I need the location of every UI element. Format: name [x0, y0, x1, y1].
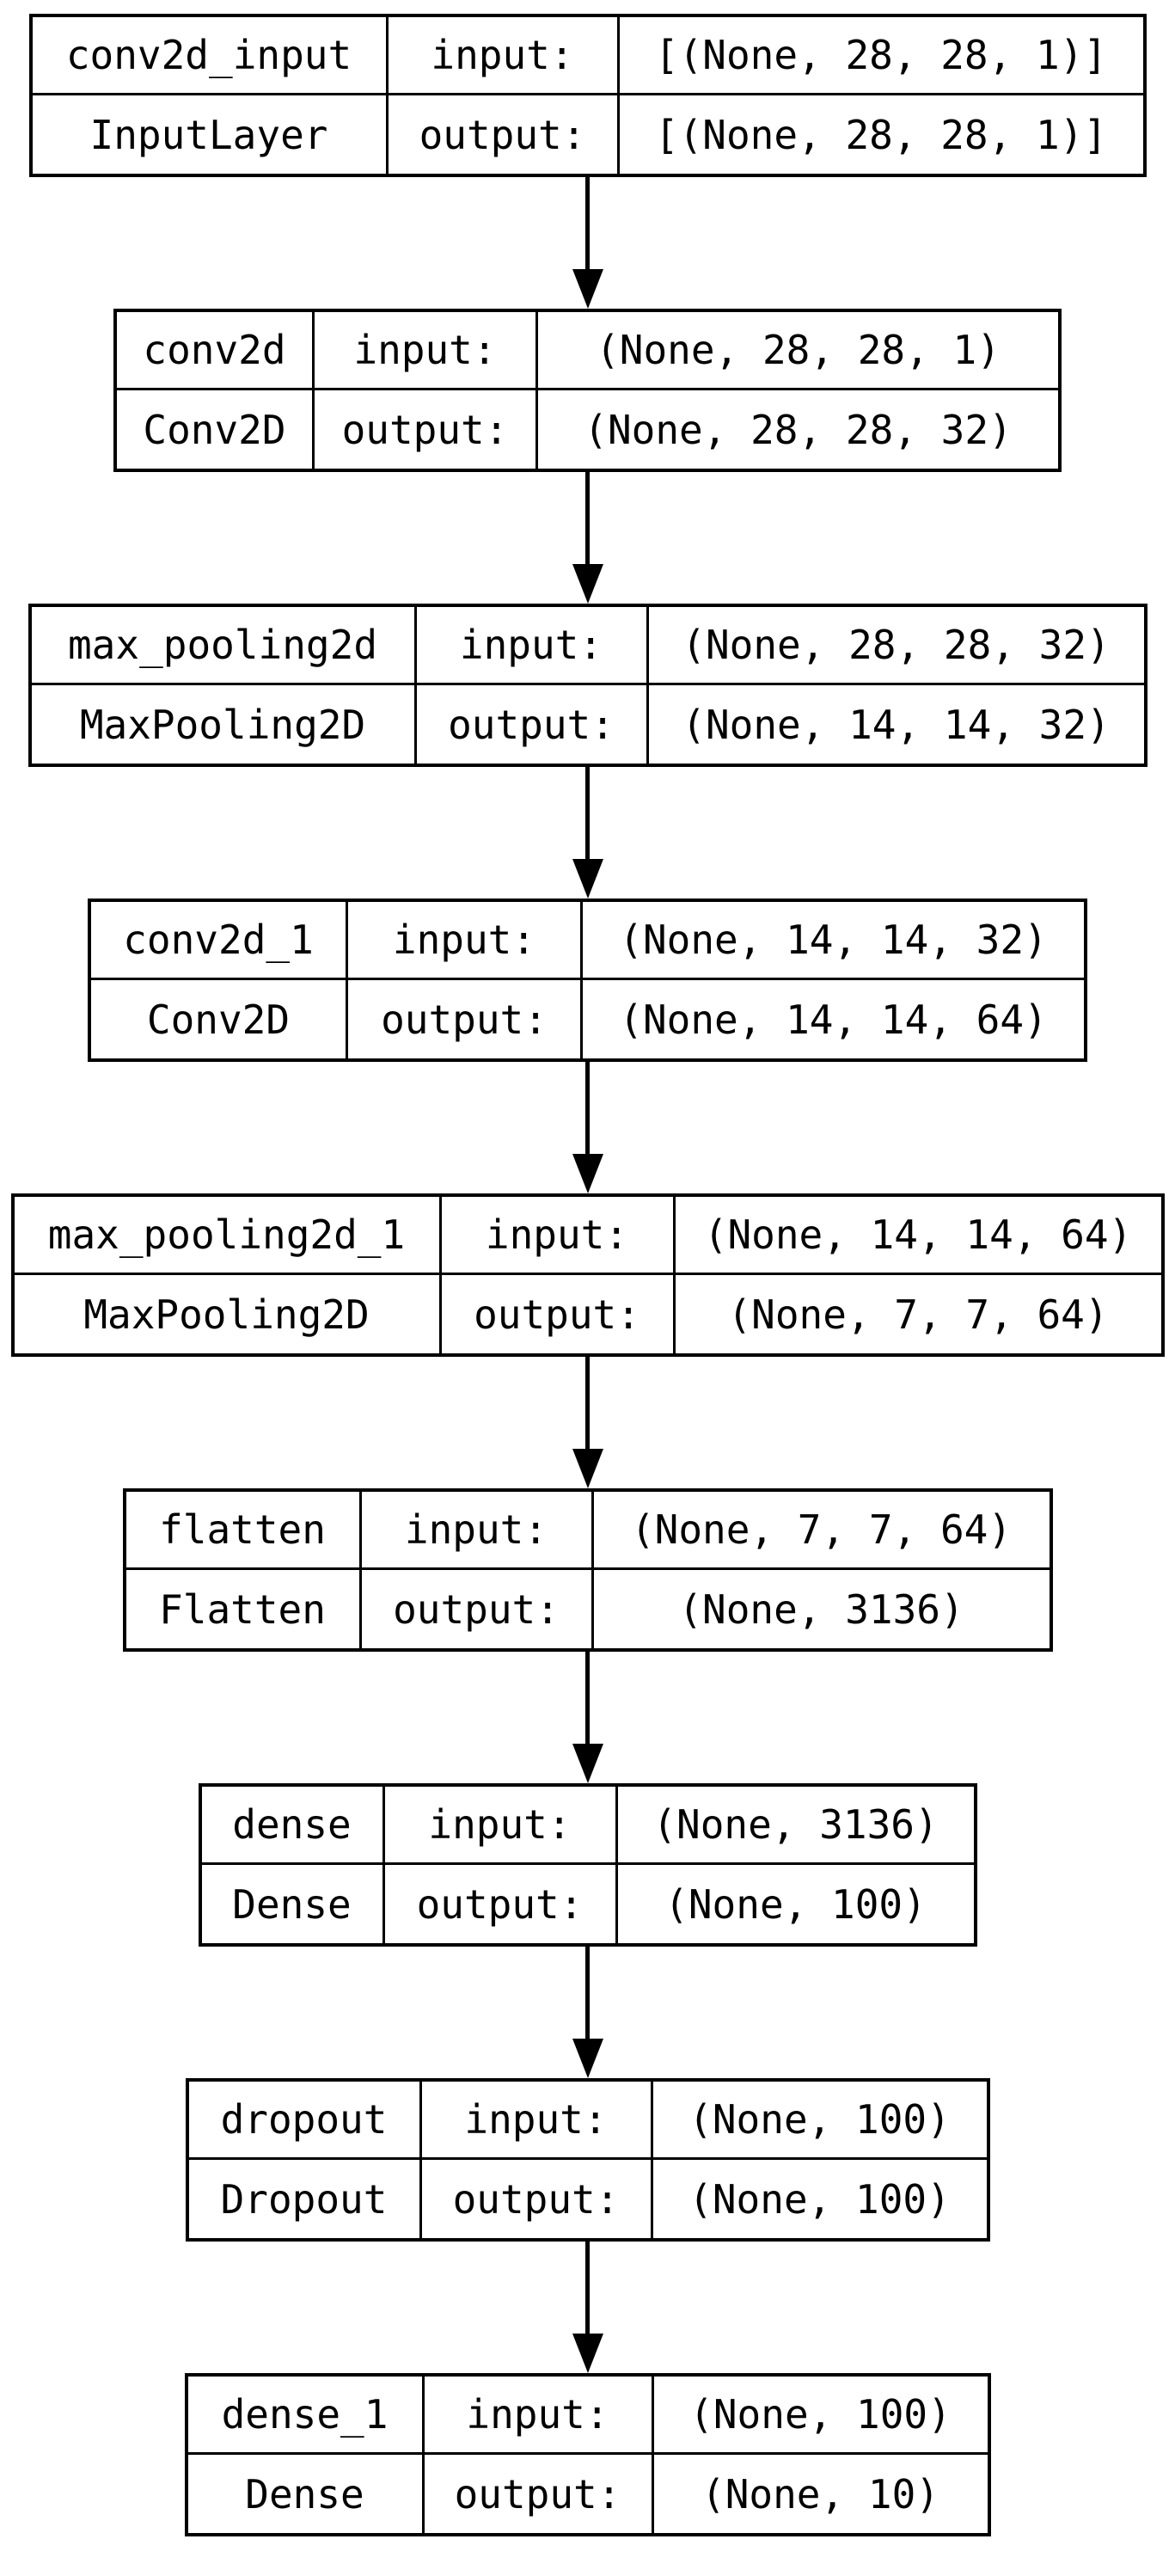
layer-class: Dense — [188, 2455, 425, 2533]
input-shape: (None, 100) — [653, 2377, 988, 2455]
input-shape: (None, 28, 28, 1) — [538, 312, 1058, 390]
layer-class: Conv2D — [117, 390, 315, 469]
input-label: input: — [361, 1492, 594, 1570]
arrow-shaft — [585, 472, 590, 564]
layer-class: MaxPooling2D — [15, 1275, 442, 1353]
layer-node-max-pooling2d-1: max_pooling2d_1 input: (None, 14, 14, 64… — [10, 1193, 1165, 1357]
layer-name: max_pooling2d_1 — [14, 1197, 442, 1275]
arrow-shaft — [585, 1652, 590, 1744]
input-label: input: — [416, 607, 649, 685]
arrow-head-icon — [572, 1154, 603, 1193]
input-shape: (None, 14, 14, 64) — [675, 1197, 1161, 1275]
output-label: output: — [425, 2455, 654, 2533]
output-shape: (None, 10) — [701, 2470, 939, 2518]
output-label: output: — [442, 1275, 676, 1353]
input-shape: (None, 100) — [652, 2082, 987, 2160]
layer-class: Conv2D — [91, 980, 348, 1058]
layer-name: dropout — [188, 2082, 422, 2160]
output-label: output: — [315, 390, 538, 469]
output-label: output: — [389, 95, 620, 174]
input-shape: (None, 14, 14, 32) — [583, 902, 1084, 980]
input-label: input: — [384, 1787, 618, 1865]
arrow-head-icon — [572, 2039, 603, 2078]
output-shape: (None, 14, 14, 32) — [682, 701, 1111, 748]
layer-class: InputLayer — [33, 95, 389, 174]
layer-name: dense — [201, 1787, 385, 1865]
output-label: output: — [362, 1570, 594, 1648]
input-label: input: — [441, 1197, 676, 1275]
layer-class: Dense — [202, 1865, 385, 1943]
layer-name: conv2d — [117, 312, 315, 390]
output-label: output: — [417, 685, 649, 764]
arrow-head-icon — [572, 2334, 603, 2373]
input-label: input: — [348, 902, 583, 980]
layer-node-conv2d-1: conv2d_1 input: (None, 14, 14, 32) Conv2… — [88, 899, 1087, 1062]
flow-arrow — [571, 1652, 605, 1783]
layer-node-conv2d-input: conv2d_input input: [(None, 28, 28, 1)] … — [28, 14, 1147, 177]
arrow-head-icon — [572, 1744, 603, 1783]
output-shape: (None, 3136) — [678, 1585, 964, 1633]
output-shape: (None, 100) — [688, 2175, 951, 2223]
output-shape: [(None, 28, 28, 1)] — [654, 111, 1108, 158]
flow-arrow — [571, 1947, 605, 2078]
flow-arrow — [571, 177, 605, 309]
layer-name: conv2d_input — [32, 17, 389, 95]
input-shape: (None, 7, 7, 64) — [593, 1492, 1050, 1570]
input-shape: (None, 3136) — [617, 1787, 974, 1865]
input-shape: (None, 28, 28, 32) — [648, 607, 1144, 685]
flow-arrow — [571, 767, 605, 899]
output-shape: (None, 100) — [664, 1880, 927, 1928]
arrow-head-icon — [572, 269, 603, 309]
layer-name: max_pooling2d — [31, 607, 417, 685]
layer-class: MaxPooling2D — [32, 685, 417, 764]
arrow-shaft — [585, 1357, 590, 1449]
layer-name: conv2d_1 — [91, 902, 348, 980]
flow-arrow — [571, 472, 605, 604]
output-label: output: — [348, 980, 583, 1058]
layer-node-dense-1: dense_1 input: (None, 100) Dense output:… — [184, 2373, 991, 2536]
input-label: input: — [424, 2377, 654, 2455]
output-shape: (None, 14, 14, 64) — [619, 996, 1048, 1043]
flow-arrow — [571, 2242, 605, 2373]
layer-class: Flatten — [126, 1570, 362, 1648]
output-shape: (None, 7, 7, 64) — [727, 1291, 1109, 1338]
arrow-shaft — [585, 2242, 590, 2334]
flow-arrow — [571, 1357, 605, 1488]
layer-node-max-pooling2d: max_pooling2d input: (None, 28, 28, 32) … — [28, 604, 1147, 767]
layer-node-conv2d: conv2d input: (None, 28, 28, 1) Conv2D o… — [113, 309, 1062, 472]
output-label: output: — [422, 2160, 653, 2238]
arrow-head-icon — [572, 859, 603, 899]
flow-arrow — [571, 1062, 605, 1193]
layer-node-flatten: flatten input: (None, 7, 7, 64) Flatten … — [122, 1488, 1053, 1652]
input-shape: [(None, 28, 28, 1)] — [619, 17, 1143, 95]
arrow-head-icon — [572, 1449, 603, 1488]
arrow-shaft — [585, 1062, 590, 1154]
layer-node-dense: dense input: (None, 3136) Dense output: … — [198, 1783, 977, 1947]
input-label: input: — [388, 17, 620, 95]
arrow-shaft — [585, 1947, 590, 2039]
output-label: output: — [385, 1865, 618, 1943]
layer-class: Dropout — [189, 2160, 422, 2238]
layer-node-dropout: dropout input: (None, 100) Dropout outpu… — [185, 2078, 990, 2242]
output-shape: (None, 28, 28, 32) — [584, 406, 1013, 453]
layer-name: dense_1 — [187, 2377, 425, 2455]
input-label: input: — [421, 2082, 653, 2160]
arrow-shaft — [585, 177, 590, 269]
arrow-shaft — [585, 767, 590, 859]
input-label: input: — [315, 312, 538, 390]
layer-name: flatten — [125, 1492, 362, 1570]
arrow-head-icon — [572, 564, 603, 604]
